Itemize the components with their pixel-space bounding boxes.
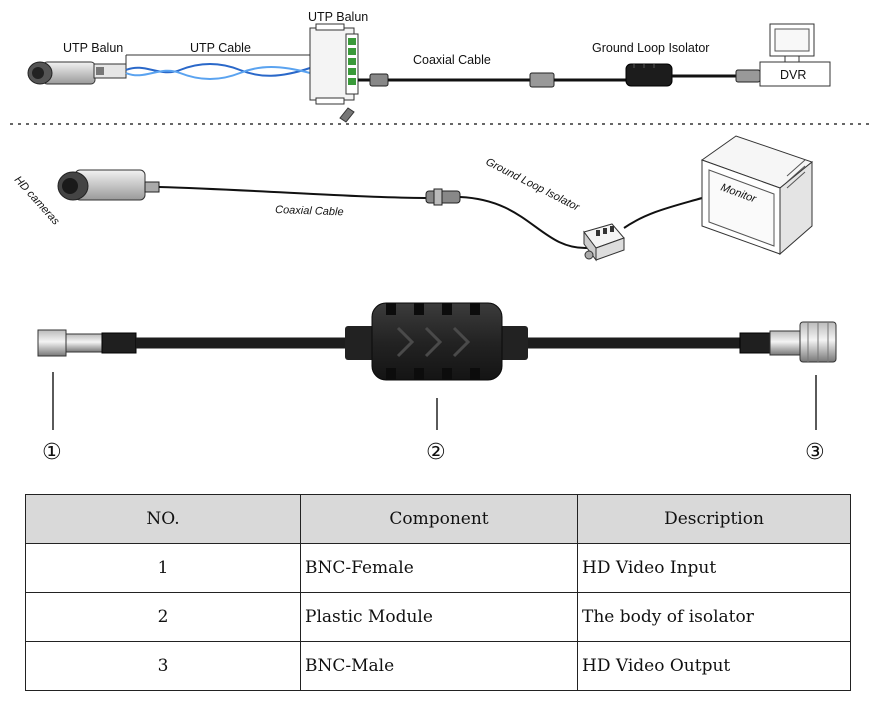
row-component: BNC-Male (300, 641, 578, 691)
connection-diagrams: UTP Balun UTP Cable UTP Balun Coaxial Ca… (10, 10, 869, 465)
plastic-module (345, 302, 528, 381)
row-description: HD Video Input (577, 543, 851, 593)
top-utp-cable-label: UTP Cable (190, 41, 251, 55)
middle-coaxial-cable-label: Coaxial Cable (275, 204, 344, 218)
bnc-female-connector (37, 329, 137, 357)
table-header-row: NO. Component Description (25, 494, 851, 544)
hd-cameras-label: HD cameras (12, 174, 62, 228)
row-description: The body of isolator (577, 592, 851, 642)
row-component: BNC-Female (300, 543, 578, 593)
header-component: Component (300, 494, 578, 544)
middle-bnc-connector (425, 188, 461, 206)
top-camera (27, 61, 96, 85)
middle-coaxial-cable (158, 186, 431, 199)
row-no: 3 (25, 641, 301, 691)
row-component: Plastic Module (300, 592, 578, 642)
top-coaxial-cable-label: Coaxial Cable (413, 53, 491, 67)
top-dvr-label: DVR (780, 68, 806, 82)
top-utp-cable (125, 63, 311, 77)
component-table: NO. Component Description 1 BNC-Female H… (25, 494, 851, 691)
header-description: Description (577, 494, 851, 544)
bnc-male-connector (739, 321, 837, 363)
table-row: 1 BNC-Female HD Video Input (25, 543, 851, 593)
top-dvr (759, 23, 831, 87)
row-no: 1 (25, 543, 301, 593)
top-utp-balun-left (93, 63, 127, 79)
top-ground-loop-isolator (625, 63, 673, 87)
table-row: 3 BNC-Male HD Video Output (25, 641, 851, 691)
top-utp-balun-right-label: UTP Balun (308, 10, 368, 24)
middle-camera (57, 169, 160, 201)
monitor (700, 135, 814, 256)
header-no: NO. (25, 494, 301, 544)
middle-ground-loop-isolator (583, 223, 625, 262)
row-description: HD Video Output (577, 641, 851, 691)
row-no: 2 (25, 592, 301, 642)
callout-1: ① (42, 440, 62, 465)
table-row: 2 Plastic Module The body of isolator (25, 592, 851, 642)
callout-2: ② (426, 440, 446, 465)
top-utp-balun-left-label: UTP Balun (63, 41, 123, 55)
top-utp-balun-right (309, 23, 359, 123)
callout-3: ③ (805, 440, 825, 465)
top-ground-loop-isolator-label: Ground Loop Isolator (592, 41, 709, 55)
